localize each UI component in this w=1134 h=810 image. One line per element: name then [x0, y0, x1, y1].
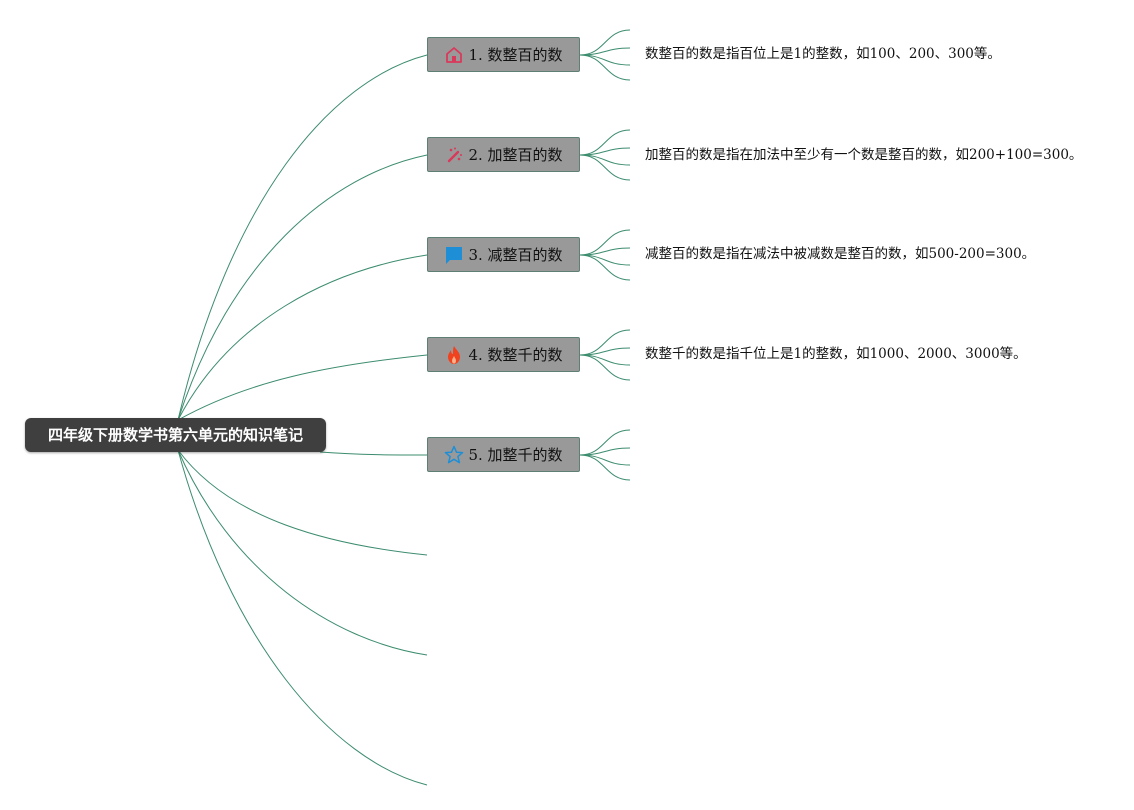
- star-icon: [444, 445, 464, 465]
- fire-icon: [444, 345, 464, 365]
- magic-wand-icon: [444, 145, 464, 165]
- branch-topic-5[interactable]: 5. 加整千的数: [427, 437, 580, 472]
- branch-topic-4-label: 4. 数整千的数: [468, 346, 563, 364]
- root-topic[interactable]: 四年级下册数学书第六单元的知识笔记: [25, 418, 326, 452]
- note-3: 减整百的数是指在减法中被减数是整百的数，如500-200=300。: [645, 246, 1036, 262]
- house-icon: [444, 45, 464, 65]
- branch-topic-2-label: 2. 加整百的数: [468, 146, 563, 164]
- branch-topic-3-label: 3. 减整百的数: [468, 246, 563, 264]
- branch-topic-3[interactable]: 3. 减整百的数: [427, 237, 580, 272]
- branch-topic-1[interactable]: 1. 数整百的数: [427, 37, 580, 72]
- branch-topic-1-label: 1. 数整百的数: [468, 46, 563, 64]
- note-1: 数整百的数是指百位上是1的整数，如100、200、300等。: [645, 46, 1001, 62]
- root-topic-title: 四年级下册数学书第六单元的知识笔记: [47, 426, 303, 444]
- branch-topic-2[interactable]: 2. 加整百的数: [427, 137, 580, 172]
- branch-topic-5-label: 5. 加整千的数: [468, 446, 563, 464]
- flag-icon: [444, 245, 464, 265]
- note-2: 加整百的数是指在加法中至少有一个数是整百的数，如200+100=300。: [645, 147, 1083, 163]
- branch-topic-4[interactable]: 4. 数整千的数: [427, 337, 580, 372]
- note-4: 数整千的数是指千位上是1的整数，如1000、2000、3000等。: [645, 346, 1027, 362]
